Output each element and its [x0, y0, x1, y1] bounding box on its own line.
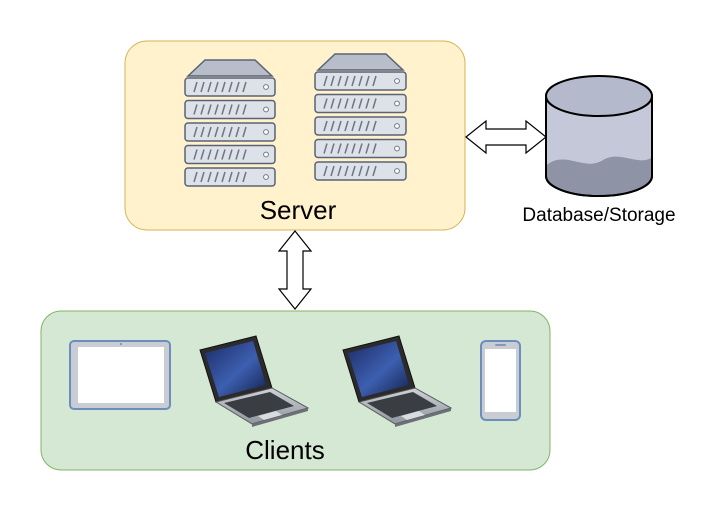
tablet-icon [69, 340, 171, 410]
database-group: Database/Storage [522, 75, 676, 226]
phone-icon [480, 340, 521, 421]
rack-top [186, 59, 274, 77]
laptop-icon [199, 335, 310, 427]
clients-label: Clients [245, 435, 324, 465]
server-label: Server [260, 195, 337, 225]
clients-group: Clients [40, 310, 551, 471]
database-icon [545, 75, 653, 197]
server-group: Server [124, 40, 466, 231]
server-rack-icon [184, 59, 276, 187]
rack-top [316, 53, 405, 71]
database-label: Database/Storage [522, 205, 675, 226]
server-rack-icon [314, 53, 407, 181]
server-database-arrow [465, 119, 547, 155]
laptop-icon [342, 335, 453, 427]
server-clients-arrow [277, 230, 313, 310]
